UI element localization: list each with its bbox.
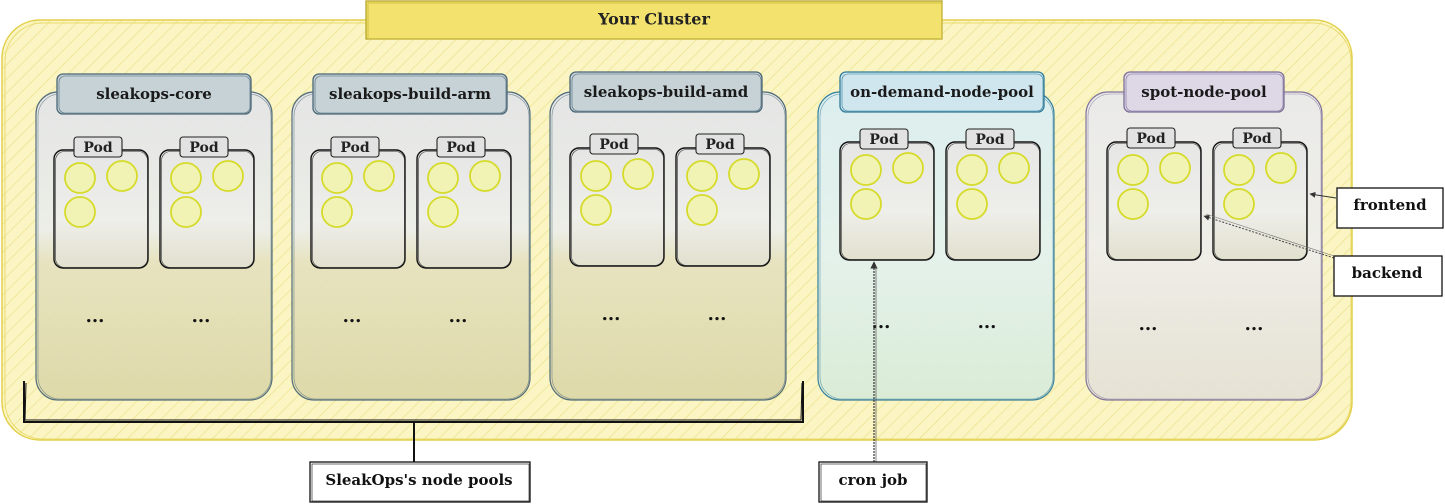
container-circle bbox=[728, 158, 760, 190]
container-circle bbox=[1117, 188, 1149, 220]
pod-label: Pod bbox=[705, 137, 734, 153]
pod-tag bbox=[1126, 127, 1176, 149]
cron-job-label: cron job bbox=[838, 471, 907, 489]
container-circle bbox=[170, 196, 202, 228]
pod: Pod bbox=[159, 136, 255, 269]
pod: Pod bbox=[945, 128, 1041, 261]
pool-name: sleakops-build-amd bbox=[584, 83, 749, 101]
container-circle bbox=[427, 162, 459, 194]
pod-label: Pod bbox=[975, 132, 1004, 148]
container-circle bbox=[850, 154, 882, 186]
pod-label: Pod bbox=[869, 132, 898, 148]
container-circle bbox=[1223, 154, 1255, 186]
container-circle bbox=[956, 154, 988, 186]
backend-arrow bbox=[1203, 213, 1335, 259]
pool-on-demand-node-pool: on-demand-node-poolPod...Pod... bbox=[817, 71, 1055, 401]
container-circle bbox=[622, 158, 654, 190]
pool-header: sleakops-core bbox=[56, 73, 252, 115]
pod-label: Pod bbox=[83, 140, 112, 156]
pod-tag bbox=[695, 133, 745, 155]
container-circle bbox=[1117, 154, 1149, 186]
pod: Pod bbox=[675, 133, 771, 267]
container-circle bbox=[1159, 152, 1191, 184]
more-pods-ellipsis: ... bbox=[343, 306, 362, 327]
cron-job-arrow bbox=[870, 261, 878, 462]
pod: Pod bbox=[1106, 127, 1202, 261]
more-pods-ellipsis: ... bbox=[449, 306, 468, 327]
pod-label: Pod bbox=[446, 140, 475, 156]
pod-label: Pod bbox=[1242, 131, 1271, 147]
container-circle bbox=[1265, 152, 1297, 184]
more-pods-ellipsis: ... bbox=[708, 304, 727, 325]
more-pods-ellipsis: ... bbox=[192, 306, 211, 327]
pod-label: Pod bbox=[340, 140, 369, 156]
container-circle bbox=[64, 196, 96, 228]
pool-header: sleakops-build-amd bbox=[569, 71, 763, 113]
backend-box: backend bbox=[1333, 255, 1443, 297]
pod-tag bbox=[73, 136, 123, 158]
backend-label: backend bbox=[1352, 264, 1423, 282]
cluster-title-badge: Your Cluster bbox=[365, 0, 943, 40]
pool-header: spot-node-pool bbox=[1123, 71, 1285, 113]
container-circle bbox=[321, 196, 353, 228]
pool-name: sleakops-core bbox=[96, 85, 212, 103]
container-circle bbox=[892, 152, 924, 184]
more-pods-ellipsis: ... bbox=[978, 312, 997, 333]
pod-label: Pod bbox=[599, 137, 628, 153]
pod: Pod bbox=[569, 133, 665, 267]
pod-label: Pod bbox=[1136, 131, 1165, 147]
pod-tag bbox=[436, 136, 486, 158]
pod-tag bbox=[179, 136, 229, 158]
pod-tag bbox=[589, 133, 639, 155]
container-circle bbox=[106, 160, 138, 192]
pod: Pod bbox=[416, 136, 512, 269]
node-pools-label-box: SleakOps's node pools bbox=[309, 461, 531, 503]
cluster-title: Your Cluster bbox=[597, 10, 710, 29]
more-pods-ellipsis: ... bbox=[602, 304, 621, 325]
container-circle bbox=[580, 194, 612, 226]
pool-header: sleakops-build-arm bbox=[312, 73, 508, 115]
pod: Pod bbox=[310, 136, 406, 269]
pod-tag bbox=[859, 128, 909, 150]
container-circle bbox=[686, 160, 718, 192]
cron-job-box: cron job bbox=[818, 461, 928, 503]
sleakops-pools-bracket bbox=[23, 381, 804, 462]
container-circle bbox=[469, 160, 501, 192]
more-pods-ellipsis: ... bbox=[1139, 314, 1158, 335]
container-circle bbox=[363, 160, 395, 192]
pod: Pod bbox=[53, 136, 149, 269]
more-pods-ellipsis: ... bbox=[86, 306, 105, 327]
container-circle bbox=[956, 188, 988, 220]
container-circle bbox=[998, 152, 1030, 184]
pool-name: spot-node-pool bbox=[1141, 83, 1267, 101]
pod: Pod bbox=[1212, 127, 1308, 261]
container-circle bbox=[580, 160, 612, 192]
more-pods-ellipsis: ... bbox=[1245, 314, 1264, 335]
pod-label: Pod bbox=[189, 140, 218, 156]
container-circle bbox=[321, 162, 353, 194]
container-circle bbox=[1223, 188, 1255, 220]
container-circle bbox=[427, 196, 459, 228]
node-pools: sleakops-corePod...Pod...sleakops-build-… bbox=[35, 71, 1323, 401]
pod-tag bbox=[1232, 127, 1282, 149]
pool-name: sleakops-build-arm bbox=[329, 85, 491, 103]
frontend-label: frontend bbox=[1353, 196, 1427, 214]
container-circle bbox=[212, 160, 244, 192]
pod-tag bbox=[330, 136, 380, 158]
frontend-box: frontend bbox=[1336, 187, 1444, 229]
container-circle bbox=[686, 194, 718, 226]
pod: Pod bbox=[839, 128, 935, 261]
container-circle bbox=[850, 188, 882, 220]
pool-header: on-demand-node-pool bbox=[839, 71, 1045, 113]
frontend-arrow bbox=[1309, 191, 1337, 199]
container-circle bbox=[64, 162, 96, 194]
pod-tag bbox=[965, 128, 1015, 150]
pool-name: on-demand-node-pool bbox=[850, 83, 1034, 101]
container-circle bbox=[170, 162, 202, 194]
node-pools-label: SleakOps's node pools bbox=[325, 471, 512, 489]
